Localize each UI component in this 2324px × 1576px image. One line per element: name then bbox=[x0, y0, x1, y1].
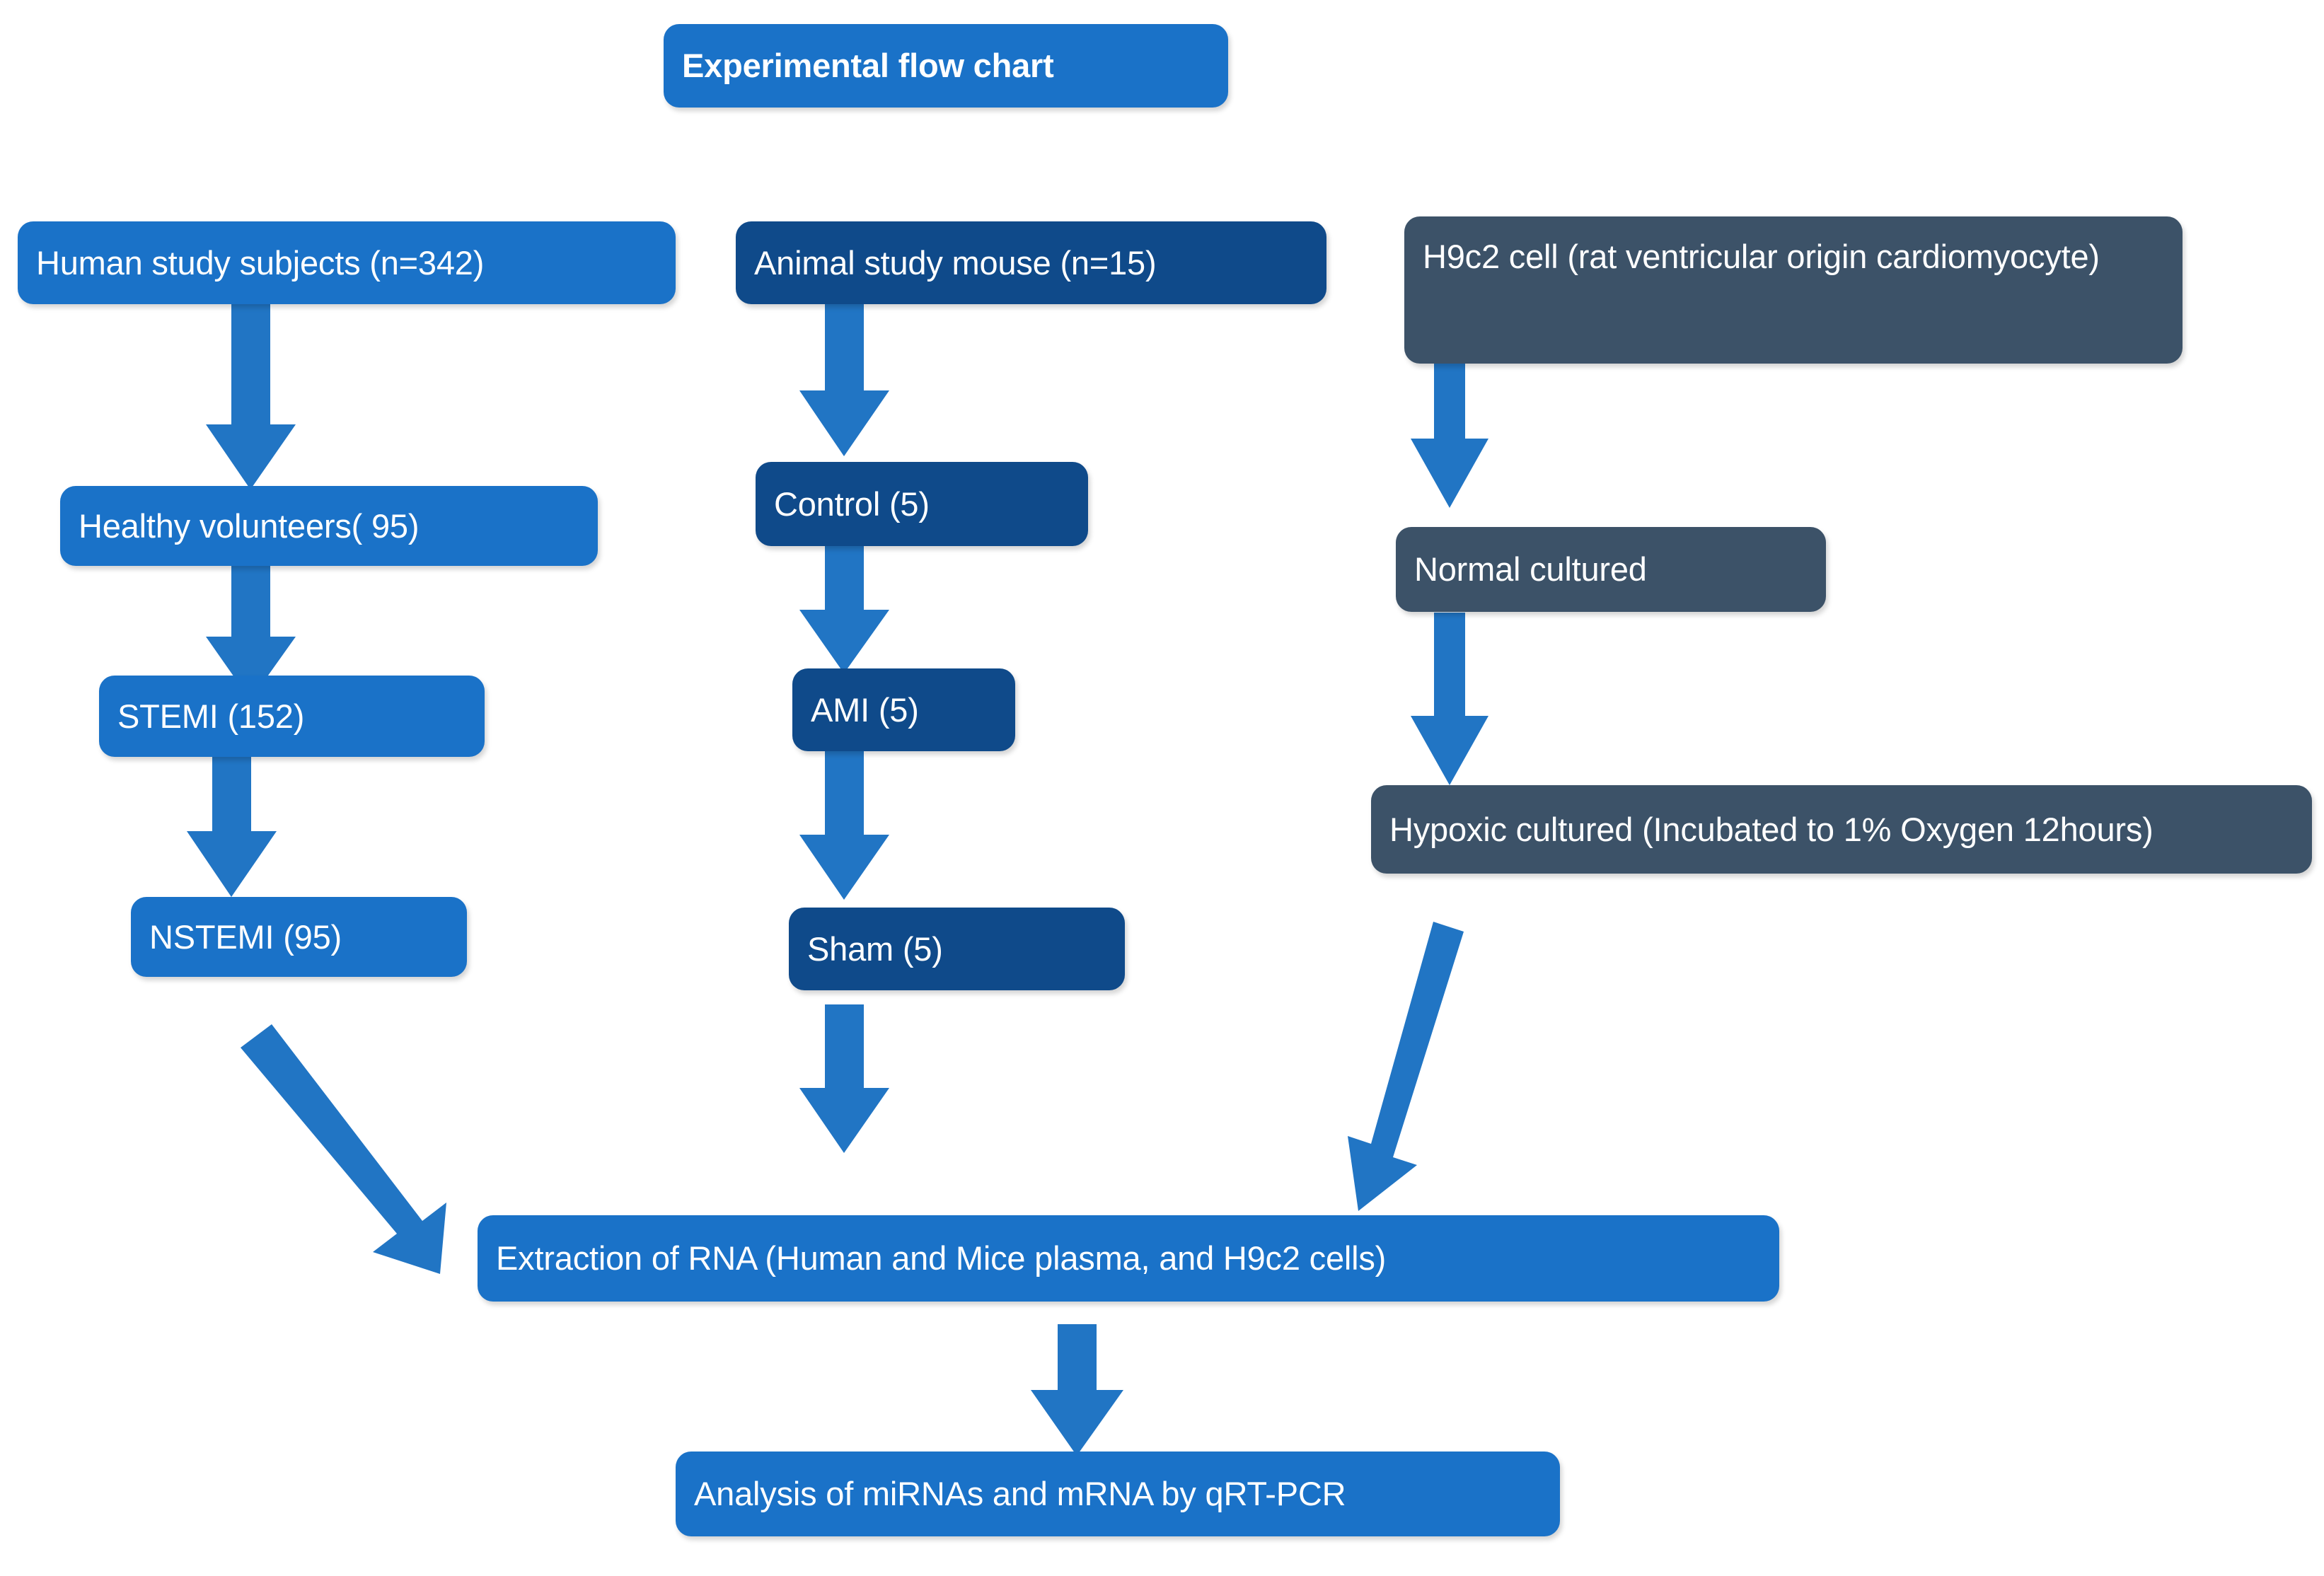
page-title: Experimental flow chart bbox=[682, 47, 1054, 85]
node-label-normal-cultured: Normal cultured bbox=[1414, 550, 1647, 589]
node-label-ami: AMI (5) bbox=[811, 690, 919, 729]
arrow-normal-to-hypoxic bbox=[1411, 613, 1488, 785]
arrow-stemi-to-nstemi bbox=[187, 757, 277, 897]
node-nstemi[interactable]: NSTEMI (95) bbox=[131, 897, 467, 977]
node-ami[interactable]: AMI (5) bbox=[792, 668, 1015, 751]
node-sham[interactable]: Sham (5) bbox=[789, 908, 1125, 990]
node-label-healthy-volunteers: Healthy volunteers( 95) bbox=[79, 506, 420, 545]
node-label-control: Control (5) bbox=[774, 485, 930, 523]
arrow-extraction-to-analysis bbox=[1031, 1324, 1123, 1456]
node-h9c2-cell[interactable]: H9c2 cell (rat ventricular origin cardio… bbox=[1404, 216, 2183, 364]
node-label-nstemi: NSTEMI (95) bbox=[149, 917, 342, 956]
node-label-hypoxic-cultured: Hypoxic cultured (Incubated to 1% Oxygen… bbox=[1389, 810, 2154, 848]
node-label-sham: Sham (5) bbox=[807, 929, 943, 968]
node-label-animal-study: Animal study mouse (n=15) bbox=[754, 243, 1157, 282]
node-label-stemi: STEMI (152) bbox=[117, 697, 305, 735]
node-stemi[interactable]: STEMI (152) bbox=[99, 676, 485, 757]
arrow-human-to-healthy bbox=[206, 304, 296, 489]
node-label-human-study: Human study subjects (n=342) bbox=[36, 243, 485, 282]
node-extraction-of-rna[interactable]: Extraction of RNA (Human and Mice plasma… bbox=[478, 1215, 1779, 1302]
node-hypoxic-cultured[interactable]: Hypoxic cultured (Incubated to 1% Oxygen… bbox=[1371, 785, 2312, 874]
arrow-control-to-ami bbox=[799, 546, 889, 673]
node-label-h9c2-cell: H9c2 cell (rat ventricular origin cardio… bbox=[1423, 238, 2100, 275]
node-label-analysis: Analysis of miRNAs and mRNA by qRT-PCR bbox=[694, 1475, 1346, 1513]
node-animal-study-mouse[interactable]: Animal study mouse (n=15) bbox=[736, 221, 1326, 304]
arrow-ami-to-sham bbox=[799, 751, 889, 900]
node-control[interactable]: Control (5) bbox=[756, 462, 1088, 546]
node-analysis-qrtpcr[interactable]: Analysis of miRNAs and mRNA by qRT-PCR bbox=[676, 1452, 1560, 1536]
node-human-study-subjects[interactable]: Human study subjects (n=342) bbox=[18, 221, 676, 304]
arrow-nstemi-to-extraction bbox=[241, 1024, 446, 1274]
arrow-hypoxic-to-extraction bbox=[1348, 922, 1464, 1211]
node-label-extraction-rna: Extraction of RNA (Human and Mice plasma… bbox=[496, 1239, 1387, 1277]
node-healthy-volunteers[interactable]: Healthy volunteers( 95) bbox=[60, 486, 598, 566]
chart-title-box: Experimental flow chart bbox=[664, 24, 1228, 108]
node-normal-cultured[interactable]: Normal cultured bbox=[1396, 527, 1826, 612]
arrow-h9c2-to-normal bbox=[1411, 363, 1488, 508]
arrow-animal-to-control bbox=[799, 304, 889, 456]
arrow-sham-to-extraction bbox=[799, 1004, 889, 1153]
